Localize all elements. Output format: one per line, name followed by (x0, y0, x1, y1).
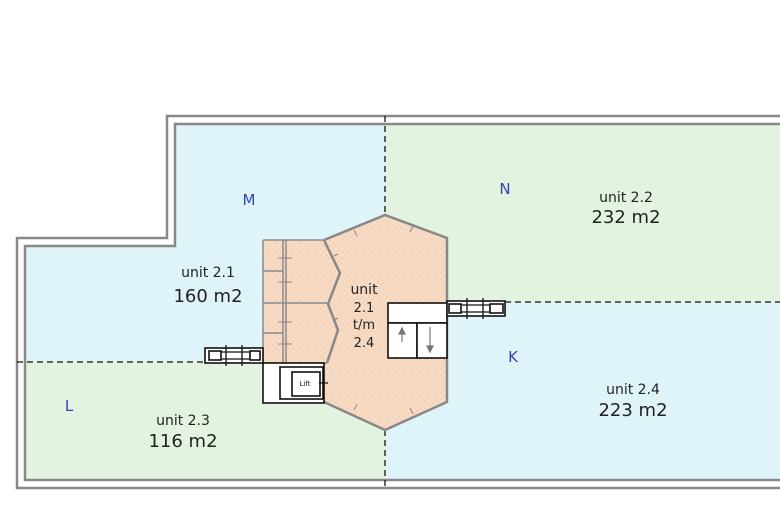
unit-2-1-name: unit 2.1 (181, 265, 235, 281)
unit-2-1-area: 160 m2 (173, 286, 242, 307)
lift-label: Lift (300, 380, 311, 388)
lift-car (291, 371, 321, 397)
zone-label-k: K (508, 348, 519, 366)
core-label-line1: unit (350, 282, 378, 298)
unit-2-2-name: unit 2.2 (599, 190, 653, 206)
core-label-line3: t/m (353, 318, 375, 333)
outer-wall (15, 114, 780, 490)
core-label-line2: 2.1 (354, 301, 375, 316)
inner-wall (23, 122, 780, 482)
stair-landing (387, 302, 448, 324)
unit-2-2-area: 232 m2 (591, 207, 660, 228)
zone-label-m: M (243, 191, 256, 209)
arrow-up-icon (398, 326, 406, 342)
balcony-left (204, 345, 264, 366)
core-zigzag-wall (322, 239, 342, 364)
zone-n (385, 124, 780, 302)
balcony-right (446, 298, 506, 319)
unit-2-3-name: unit 2.3 (156, 413, 210, 429)
core-rooms (262, 239, 328, 364)
unit-2-4-area: 223 m2 (598, 400, 667, 421)
door-ticks (278, 225, 414, 415)
zone-k (385, 302, 780, 480)
core-label-line4: 2.4 (354, 336, 375, 351)
unit-2-4-name: unit 2.4 (606, 382, 660, 398)
zone-label-n: N (499, 180, 510, 198)
unit-2-3-area: 116 m2 (148, 431, 217, 452)
zone-label-l: L (65, 397, 74, 415)
stair-down (416, 322, 448, 359)
arrow-down-icon (426, 327, 434, 354)
